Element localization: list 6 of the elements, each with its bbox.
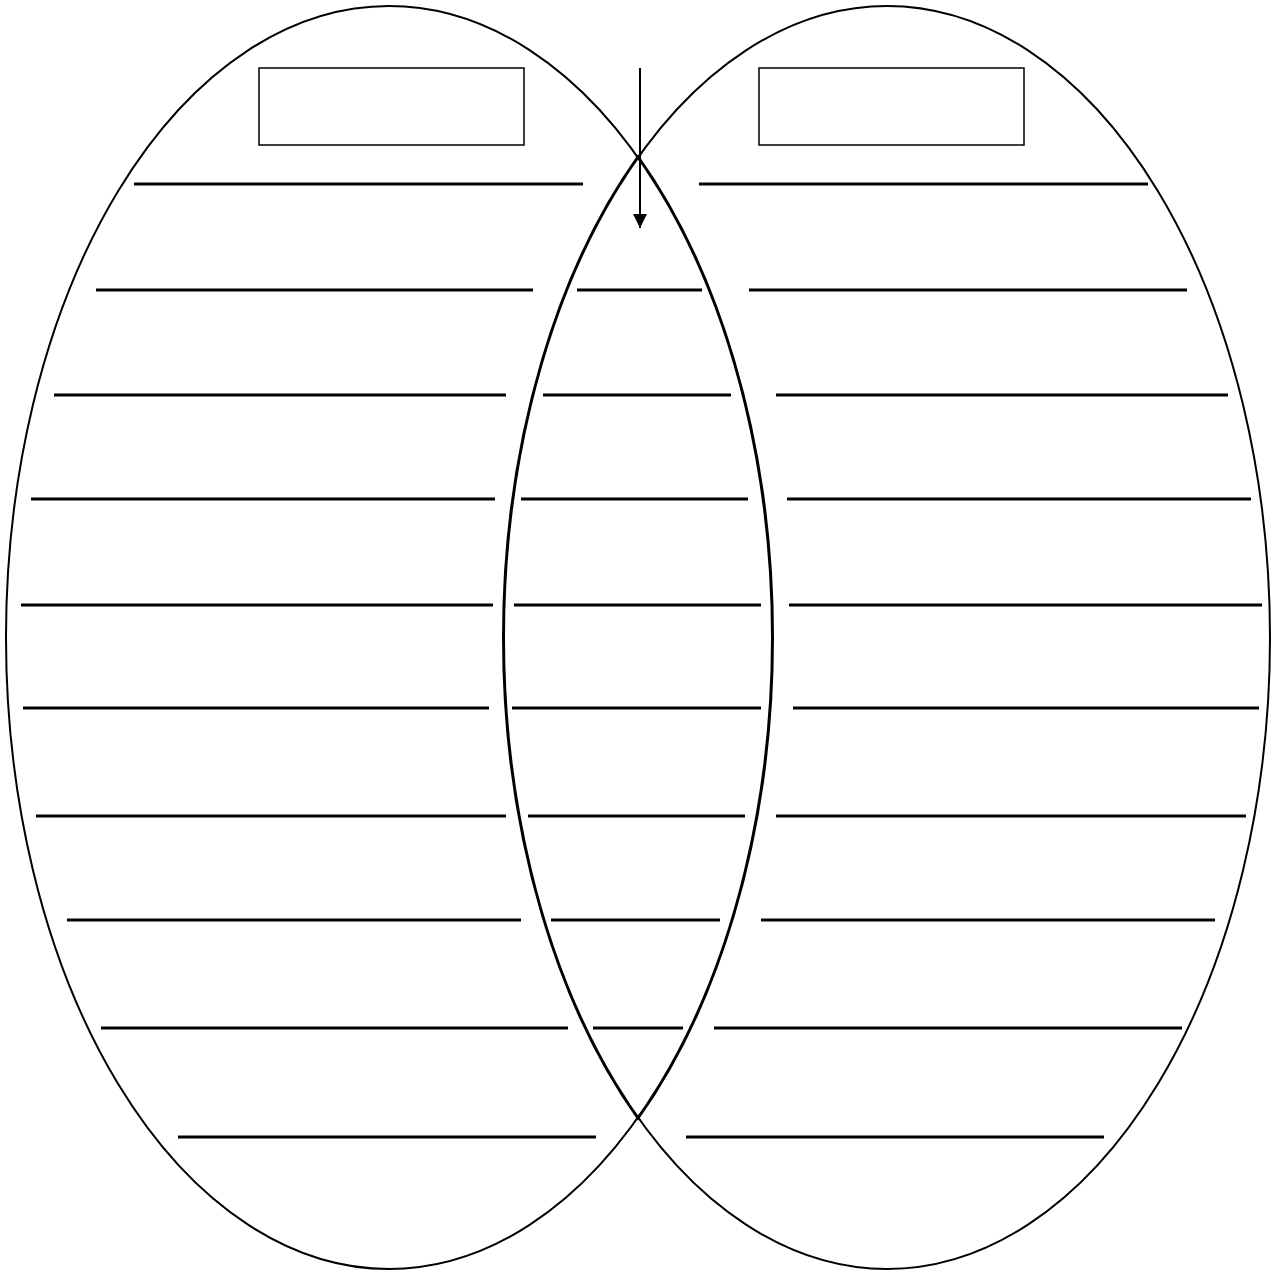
overlap-region bbox=[503, 156, 773, 1119]
title-box bbox=[258, 67, 525, 146]
oval bbox=[5, 5, 773, 1270]
oval bbox=[503, 5, 1271, 1270]
arrow bbox=[633, 67, 647, 229]
title-box bbox=[758, 67, 1025, 146]
